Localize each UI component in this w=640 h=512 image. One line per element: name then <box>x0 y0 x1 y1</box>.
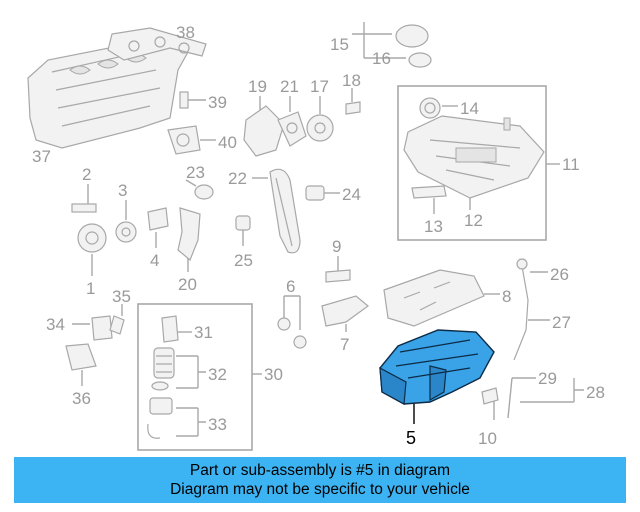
callout-9: 9 <box>332 237 341 256</box>
drain-plug-part[interactable] <box>481 377 584 420</box>
callout-2: 2 <box>82 165 91 184</box>
callout-25: 25 <box>234 251 253 270</box>
sprocket-17-part[interactable] <box>306 96 334 142</box>
banner-line-2: Diagram may not be specific to your vehi… <box>170 481 470 498</box>
callout-37: 37 <box>32 147 51 166</box>
callout-4: 4 <box>150 251 159 270</box>
intake-manifold-part[interactable] <box>27 37 189 149</box>
oil-pump-4-part[interactable] <box>147 207 169 248</box>
callout-1: 1 <box>86 279 95 298</box>
banner-line-1: Part or sub-assembly is #5 in diagram <box>189 462 451 479</box>
callout-20: 20 <box>178 275 197 294</box>
filler-cap-part[interactable] <box>352 22 432 68</box>
dipstick-part[interactable] <box>513 258 550 361</box>
callout-30: 30 <box>264 365 283 384</box>
callout-23: 23 <box>186 163 205 182</box>
oil-filter-group-box <box>137 303 253 451</box>
callout-27: 27 <box>552 313 571 332</box>
filter-parts[interactable] <box>147 315 206 439</box>
valve-cover-part[interactable] <box>403 97 545 199</box>
callout-21: 21 <box>280 77 299 96</box>
callout-24: 24 <box>342 185 361 204</box>
info-banner: Part or sub-assembly is #5 in diagram Di… <box>14 457 626 503</box>
callout-5: 5 <box>406 428 416 448</box>
oil-pan-gasket-8-part[interactable] <box>383 269 500 327</box>
mount-36-part[interactable] <box>65 343 97 386</box>
callout-6: 6 <box>286 277 295 296</box>
callout-22: 22 <box>228 169 247 188</box>
callout-35: 35 <box>112 287 131 306</box>
pulley-1-part[interactable] <box>77 223 107 276</box>
fitting-6-part[interactable] <box>277 295 307 349</box>
callout-labels: 38 39 40 37 19 21 17 18 15 16 14 11 13 1… <box>32 23 605 448</box>
baffle-7-part[interactable] <box>321 295 369 332</box>
callout-7: 7 <box>340 335 349 354</box>
callout-13: 13 <box>424 217 443 236</box>
tensioner-21-part[interactable] <box>277 96 307 147</box>
callout-17: 17 <box>310 77 329 96</box>
timing-belt-22-part[interactable] <box>252 168 301 254</box>
gear-3-part[interactable] <box>115 200 137 243</box>
callout-18: 18 <box>342 71 361 90</box>
callout-15: 15 <box>330 35 349 54</box>
callout-12: 12 <box>464 211 483 230</box>
sensor-25-part[interactable] <box>235 215 251 246</box>
gasket-9-part[interactable] <box>325 256 351 283</box>
valve-cover-group-box <box>397 85 547 241</box>
sensor-39-part[interactable] <box>179 91 206 109</box>
callout-38: 38 <box>176 23 195 42</box>
timing-cover-19-part[interactable] <box>243 96 285 157</box>
bracket-34-part[interactable] <box>72 315 113 341</box>
callout-14: 14 <box>460 99 479 118</box>
callout-26: 26 <box>550 265 569 284</box>
bracket-20-part[interactable] <box>177 207 201 272</box>
callout-8: 8 <box>502 287 511 306</box>
throttle-body-40-part[interactable] <box>167 125 216 155</box>
valve-cover-gasket-part[interactable] <box>411 185 471 214</box>
clip-35-part[interactable] <box>109 304 125 335</box>
callout-33: 33 <box>208 415 227 434</box>
callout-40: 40 <box>218 133 237 152</box>
callout-11: 11 <box>562 155 580 174</box>
callout-10: 10 <box>478 429 497 448</box>
callout-29: 29 <box>538 369 557 388</box>
callout-19: 19 <box>248 77 267 96</box>
callout-31: 31 <box>194 323 213 342</box>
bolt-2-part[interactable] <box>71 184 97 213</box>
callout-16: 16 <box>372 49 391 68</box>
idler-24-part[interactable] <box>305 185 340 201</box>
callout-34: 34 <box>46 315 65 334</box>
intake-gasket-part[interactable] <box>107 27 207 61</box>
bracket-18-part[interactable] <box>345 88 361 115</box>
callout-32: 32 <box>208 365 227 384</box>
callout-3: 3 <box>118 181 127 200</box>
callout-28: 28 <box>586 383 605 402</box>
seal-23-part[interactable] <box>185 179 214 200</box>
callout-36: 36 <box>72 389 91 408</box>
oil-pan-5-part[interactable] <box>379 329 495 424</box>
callout-39: 39 <box>208 93 227 112</box>
